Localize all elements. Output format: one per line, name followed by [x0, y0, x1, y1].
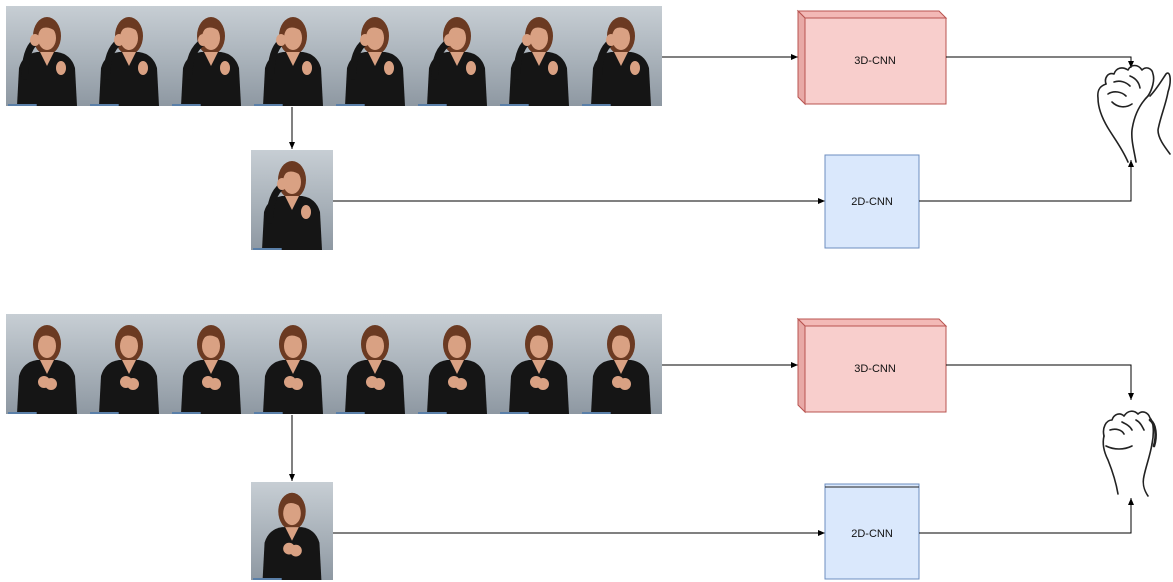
- video-frame: [580, 314, 662, 414]
- cnn-3d-block: 3D-CNN: [796, 317, 948, 414]
- video-frame: [170, 314, 252, 414]
- cnn-3d-label: 3D-CNN: [854, 55, 896, 67]
- cnn-3d-block: 3D-CNN: [796, 9, 948, 106]
- video-frame: [6, 314, 88, 414]
- video-frame: [580, 6, 662, 106]
- arrow-3d-cnn-to-hand: [946, 56, 1134, 68]
- cnn-2d-block: 2D-CNN: [824, 483, 920, 580]
- fist-hand-sign-icon: [1102, 410, 1157, 497]
- arrow-2d-cnn-to-hand: [919, 160, 1134, 202]
- video-frame: [498, 314, 580, 414]
- video-frame: [252, 6, 334, 106]
- video-frame: [416, 6, 498, 106]
- video-frame: [88, 6, 170, 106]
- key-frame: [251, 482, 333, 580]
- open-hand-sign-icon: [1097, 64, 1171, 163]
- video-frame: [6, 6, 88, 106]
- video-frame: [498, 6, 580, 106]
- video-frame: [334, 6, 416, 106]
- video-frame: [334, 314, 416, 414]
- video-frame: [170, 6, 252, 106]
- video-frame: [416, 314, 498, 414]
- arrow-2d-cnn-to-hand: [919, 498, 1134, 534]
- key-frame: [251, 150, 333, 250]
- cnn-2d-block: 2D-CNN: [824, 154, 920, 249]
- row-2: 3D-CNN 2D-CNN: [6, 314, 1157, 580]
- cnn-3d-label: 3D-CNN: [854, 363, 896, 375]
- video-frame: [252, 314, 334, 414]
- row-1: 3D-CNN 2D-CNN: [6, 6, 1171, 250]
- arrow-3d-cnn-to-hand: [946, 364, 1134, 400]
- cnn-2d-label: 2D-CNN: [851, 196, 893, 208]
- cnn-2d-label: 2D-CNN: [851, 528, 893, 540]
- video-frame: [88, 314, 170, 414]
- video-clip-strip: [6, 314, 662, 414]
- video-clip-strip: [6, 6, 662, 106]
